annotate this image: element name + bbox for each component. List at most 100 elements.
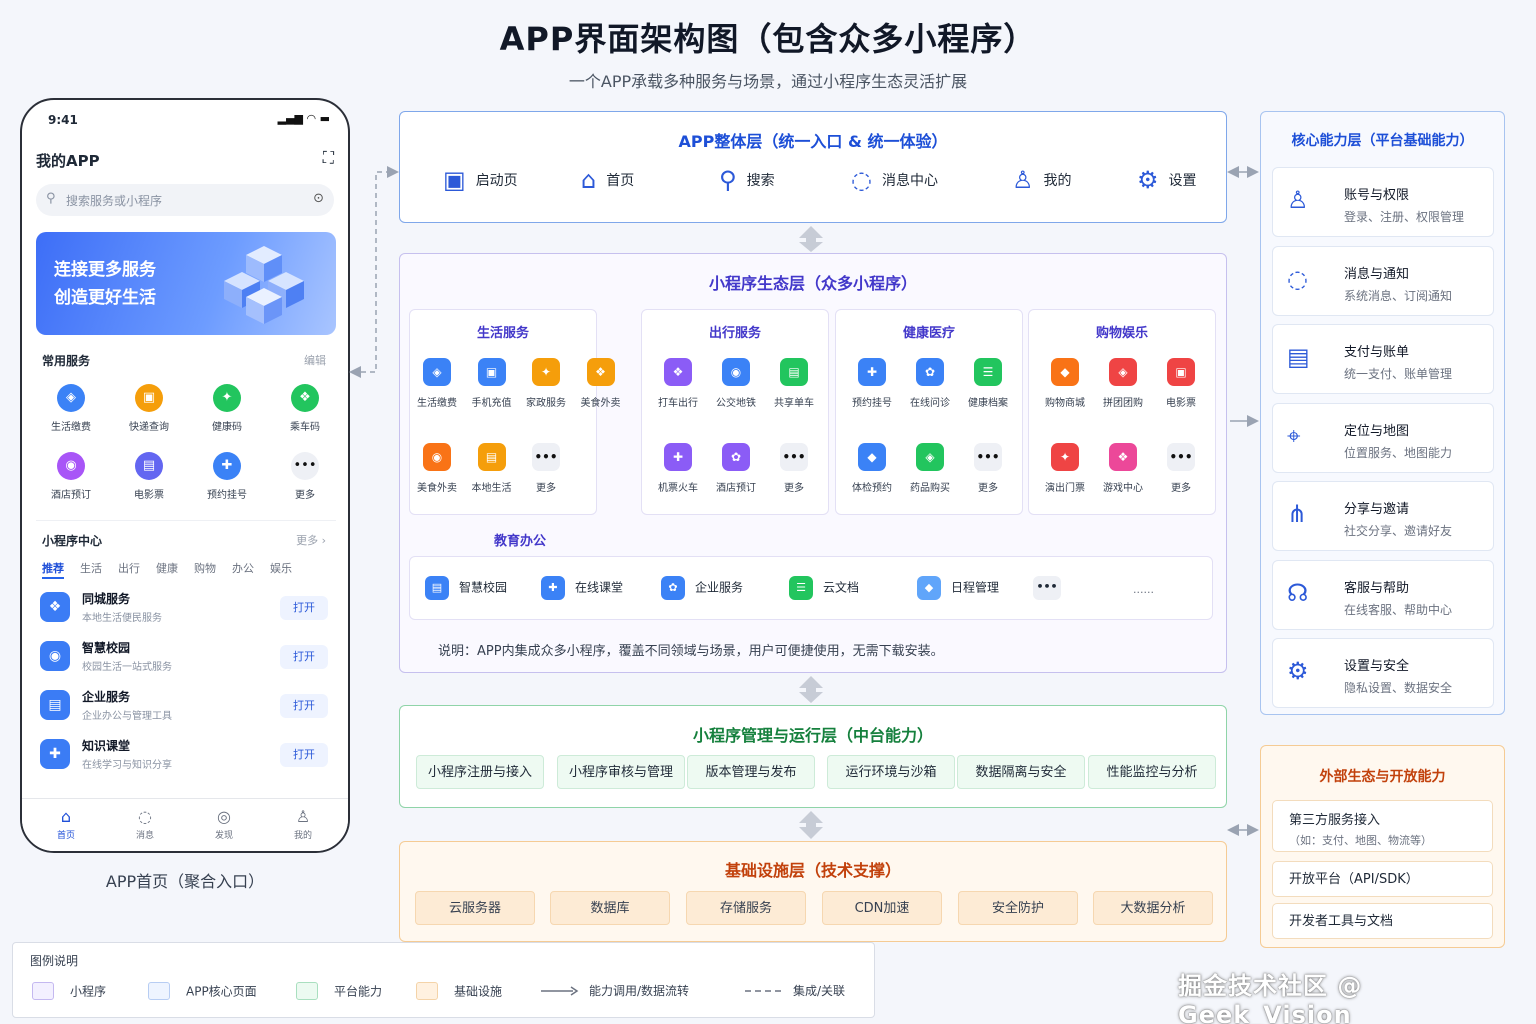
mini-program-icon: ▤: [40, 690, 70, 720]
voice-icon[interactable]: ⊙: [313, 191, 324, 206]
mini-program-icon: ✦: [532, 358, 560, 386]
service-2[interactable]: ▣快递查询: [114, 384, 184, 433]
mini-program-2[interactable]: ◉公交地铁: [707, 358, 765, 409]
mini-program-item[interactable]: ◉智慧校园校园生活一站式服务打开: [36, 635, 336, 681]
mini-program-icon: ❖: [1109, 443, 1137, 471]
open-button[interactable]: 打开: [280, 596, 328, 620]
mini-program-5[interactable]: ✿酒店预订: [707, 443, 765, 494]
core-capability-6: ☊客服与帮助在线客服、帮助中心: [1272, 559, 1494, 630]
service-7[interactable]: ✚预约挂号: [192, 452, 262, 501]
more-icon: •••: [291, 452, 319, 480]
app-page-5[interactable]: ♙我的: [1012, 166, 1072, 194]
mini-program-4[interactable]: ✦演出门票: [1036, 443, 1094, 494]
tab-discover[interactable]: ◎发现: [194, 807, 254, 841]
search-icon: ⚲: [719, 166, 737, 194]
mini-program-2[interactable]: ✿在线问诊: [901, 358, 959, 409]
tab-home[interactable]: ⌂首页: [36, 807, 96, 841]
app-page-3[interactable]: ⚲搜索: [719, 166, 775, 194]
edit-link[interactable]: 编辑: [304, 354, 326, 367]
mini-program-item[interactable]: ✚知识课堂在线学习与知识分享打开: [36, 733, 336, 779]
app-page-1[interactable]: ▣启动页: [443, 166, 518, 194]
mini-tab-4[interactable]: 健康: [156, 562, 178, 575]
mini-program-6[interactable]: •••更多: [1152, 443, 1210, 494]
mini-program-3[interactable]: ▣电影票: [1152, 358, 1210, 409]
mini-program-3[interactable]: ✦家政服务: [517, 358, 575, 409]
mini-tab-7[interactable]: 娱乐: [270, 562, 292, 575]
mini-program-2[interactable]: ▣手机充值: [463, 358, 521, 409]
edu-item-icon: ◆: [917, 576, 941, 600]
app-page-4[interactable]: ◌消息中心: [851, 166, 938, 194]
legend-item-2: APP核心页面: [148, 982, 257, 1000]
mini-program-item[interactable]: ❖同城服务本地生活便民服务打开: [36, 586, 336, 632]
service-8[interactable]: •••更多: [270, 452, 340, 501]
mini-tab-3[interactable]: 出行: [118, 562, 140, 575]
core-capability-1: ♙账号与权限登录、注册、权限管理: [1272, 167, 1494, 237]
mini-program-7[interactable]: •••更多: [517, 443, 575, 494]
mini-tab-5[interactable]: 购物: [194, 562, 216, 575]
mini-program-3[interactable]: ▤共享单车: [765, 358, 823, 409]
edu-item-3[interactable]: ✿企业服务: [661, 576, 743, 600]
mini-program-6[interactable]: •••更多: [765, 443, 823, 494]
mini-program-label: 手机充值: [471, 398, 512, 409]
mini-program-1[interactable]: ◆购物商城: [1036, 358, 1094, 409]
app-page-6[interactable]: ⚙设置: [1137, 166, 1197, 194]
mini-program-1[interactable]: ◈生活缴费: [408, 358, 466, 409]
mini-program-3[interactable]: ☰健康档案: [959, 358, 1017, 409]
legend-swatch: [296, 982, 318, 1000]
service-5[interactable]: ◉酒店预订: [36, 452, 106, 501]
service-6[interactable]: ▤电影票: [114, 452, 184, 501]
service-1[interactable]: ◈生活缴费: [36, 384, 106, 433]
mini-program-icon: ✚: [664, 443, 692, 471]
mini-tab-6[interactable]: 办公: [232, 562, 254, 575]
edu-item-1[interactable]: ▤智慧校园: [425, 576, 507, 600]
mini-program-6[interactable]: ▤本地生活: [463, 443, 521, 494]
edu-item-label: 智慧校园: [459, 580, 508, 595]
service-label: 电影票: [134, 490, 164, 501]
signal-wifi-battery-icon: ▂▄▆ ◠ ▬: [277, 112, 330, 125]
app-page-label: 消息中心: [881, 173, 938, 189]
open-button[interactable]: 打开: [280, 694, 328, 718]
mini-program-label: 美食外卖: [417, 483, 457, 494]
user-icon: ♙: [295, 807, 311, 826]
management-item-1: 小程序注册与接入: [416, 755, 544, 789]
legend-item-1: 小程序: [32, 982, 106, 1000]
promo-banner[interactable]: 连接更多服务 创造更好生活: [36, 232, 336, 335]
mini-program-label: 演出门票: [1045, 483, 1085, 494]
diagram-subtitle: 一个APP承载多种服务与场景，通过小程序生态灵活扩展: [568, 72, 968, 91]
app-page-2[interactable]: ⌂首页: [581, 166, 634, 194]
mini-center-title: 小程序中心: [42, 534, 103, 548]
edu-item-4[interactable]: ☰云文档: [789, 576, 859, 600]
tab-message[interactable]: ◌消息: [115, 807, 175, 841]
mini-program-6[interactable]: •••更多: [959, 443, 1017, 494]
edu-more-icon[interactable]: •••: [1033, 576, 1061, 600]
mini-program-icon: ◆: [1051, 358, 1079, 386]
edu-item-2[interactable]: ✚在线课堂: [541, 576, 623, 600]
mini-program-4[interactable]: ✚机票火车: [649, 443, 707, 494]
service-label: 酒店预订: [51, 490, 91, 501]
edu-item-5[interactable]: ◆日程管理: [917, 576, 999, 600]
open-button[interactable]: 打开: [280, 743, 328, 767]
mini-tab-2[interactable]: 生活: [80, 562, 102, 575]
mini-program-2[interactable]: ◈拼团团购: [1094, 358, 1152, 409]
mini-tab-1[interactable]: 推荐: [42, 562, 64, 579]
mini-program-4[interactable]: ❖美食外卖: [572, 358, 630, 409]
mini-program-1[interactable]: ❖打车出行: [649, 358, 707, 409]
mini-program-4[interactable]: ◆体检预约: [843, 443, 901, 494]
status-time: 9:41: [48, 113, 78, 127]
mini-program-1[interactable]: ✚预约挂号: [843, 358, 901, 409]
service-3[interactable]: ✦健康码: [192, 384, 262, 433]
service-label: 乘车码: [290, 422, 320, 433]
tab-user[interactable]: ♙我的: [273, 807, 333, 841]
service-4[interactable]: ❖乘车码: [270, 384, 340, 433]
mini-program-5[interactable]: ◈药品购买: [901, 443, 959, 494]
mini-program-label: 酒店预订: [716, 483, 756, 494]
mini-more-link[interactable]: 更多 ›: [296, 534, 326, 547]
common-services-title: 常用服务: [42, 354, 91, 368]
scan-icon[interactable]: ⛶: [322, 148, 334, 167]
search-bar[interactable]: ⚲ 搜索服务或小程序 ⊙: [36, 184, 334, 216]
mini-program-item[interactable]: ▤企业服务企业办公与管理工具打开: [36, 684, 336, 730]
mini-program-5[interactable]: ◉美食外卖: [408, 443, 466, 494]
open-button[interactable]: 打开: [280, 645, 328, 669]
launch-icon: ▣: [443, 166, 466, 194]
mini-program-5[interactable]: ❖游戏中心: [1094, 443, 1152, 494]
